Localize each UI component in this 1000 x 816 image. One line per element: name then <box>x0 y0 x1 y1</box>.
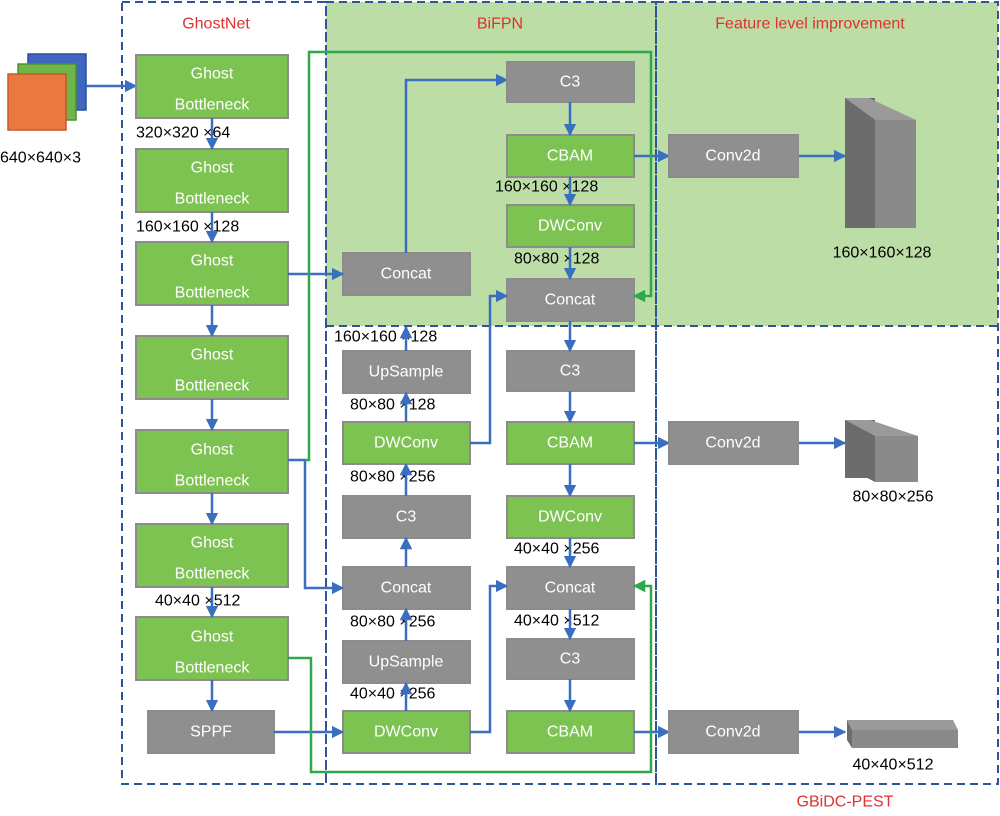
svg-text:Concat: Concat <box>381 266 432 283</box>
svg-text:Bottleneck: Bottleneck <box>175 660 251 677</box>
output-size-2: 80×80×256 <box>853 489 934 506</box>
bifpn-dim-l4: 80×80 ×256 <box>350 614 436 631</box>
concat-left-top: Concat <box>342 252 471 296</box>
ghostnet-dim-1: 320×320 ×64 <box>136 125 230 142</box>
ghost-bottleneck-5: Ghost Bottleneck <box>135 429 289 494</box>
green-skip-paths <box>288 50 653 774</box>
svg-text:DWConv: DWConv <box>374 724 438 741</box>
model-title: GBiDC-PEST <box>797 794 894 811</box>
bifpn-title: BiFPN <box>477 16 523 33</box>
svg-text:SPPF: SPPF <box>190 724 232 741</box>
bifpn-region <box>325 1 657 785</box>
svg-text:C3: C3 <box>396 509 417 526</box>
svg-text:Concat: Concat <box>545 580 596 597</box>
svg-text:Concat: Concat <box>545 292 596 309</box>
concat-left-bottom: Concat <box>342 566 471 610</box>
svg-text:DWConv: DWConv <box>538 509 602 526</box>
c3-right-mid: C3 <box>506 350 635 392</box>
output-block-3 <box>847 720 958 748</box>
ghost-bottleneck-6: Ghost Bottleneck <box>135 523 289 588</box>
bifpn-dim-r4: 40×40 ×512 <box>514 613 600 630</box>
svg-text:C3: C3 <box>560 363 581 380</box>
conv2d-head-3: Conv2d <box>668 710 799 754</box>
svg-text:Ghost: Ghost <box>191 160 234 177</box>
input-size-label: 640×640×3 <box>0 150 81 167</box>
conv2d-head-1: Conv2d <box>668 134 799 178</box>
bifpn-dim-r1: 160×160 ×128 <box>495 179 598 196</box>
conv2d-head-2: Conv2d <box>668 421 799 465</box>
svg-text:C3: C3 <box>560 651 581 668</box>
svg-text:Ghost: Ghost <box>191 253 234 270</box>
feature-title: Feature level improvement <box>715 16 905 33</box>
dwconv-right-top: DWConv <box>506 204 635 248</box>
output-size-1: 160×160×128 <box>833 245 932 262</box>
ghostnet-title: GhostNet <box>182 16 250 33</box>
svg-text:Ghost: Ghost <box>191 442 234 459</box>
bifpn-dim-l5: 40×40 ×256 <box>350 686 436 703</box>
svg-text:Ghost: Ghost <box>191 629 234 646</box>
svg-text:Ghost: Ghost <box>191 66 234 83</box>
dwconv-right-mid: DWConv <box>506 495 635 539</box>
cbam-right-bottom: CBAM <box>506 710 635 754</box>
svg-text:Bottleneck: Bottleneck <box>175 191 251 208</box>
region-borders <box>121 1 999 785</box>
ghost-bottleneck-7: Ghost Bottleneck <box>135 616 289 681</box>
concat-right-bottom: Concat <box>506 566 635 610</box>
dwconv-left-mid: DWConv <box>342 421 471 465</box>
svg-text:UpSample: UpSample <box>369 654 444 671</box>
bifpn-dim-l2: 80×80 ×128 <box>350 397 436 414</box>
svg-text:UpSample: UpSample <box>369 364 444 381</box>
svg-text:Ghost: Ghost <box>191 347 234 364</box>
bifpn-dim-l3: 80×80 ×256 <box>350 469 436 486</box>
upsample-left-top: UpSample <box>342 350 471 394</box>
output-block-2 <box>845 420 918 482</box>
bifpn-dim-r3: 40×40 ×256 <box>514 541 600 558</box>
ghost-bottleneck-1: Ghost Bottleneck <box>135 54 289 119</box>
dwconv-left-bottom: DWConv <box>342 710 471 754</box>
svg-text:Bottleneck: Bottleneck <box>175 97 251 114</box>
ghostnet-region <box>121 1 327 785</box>
svg-text:Bottleneck: Bottleneck <box>175 566 251 583</box>
cbam-right-mid: CBAM <box>506 421 635 465</box>
bifpn-dim-r2: 80×80 ×128 <box>514 251 600 268</box>
cross-connections <box>274 149 847 739</box>
ghost-bottleneck-4: Ghost Bottleneck <box>135 335 289 400</box>
svg-text:CBAM: CBAM <box>547 724 593 741</box>
c3-right-bottom: C3 <box>506 638 635 680</box>
ghostnet-dim-3: 40×40 ×512 <box>155 593 241 610</box>
svg-text:C3: C3 <box>560 74 581 91</box>
sppf-block: SPPF <box>147 710 275 754</box>
svg-text:DWConv: DWConv <box>538 218 602 235</box>
feature-region <box>655 1 999 785</box>
concat-right-top: Concat <box>506 278 635 322</box>
svg-text:Ghost: Ghost <box>191 535 234 552</box>
svg-text:Conv2d: Conv2d <box>705 724 760 741</box>
bifpn-dim-l1: 160×160 ×128 <box>334 329 437 346</box>
upsample-left-bottom: UpSample <box>342 640 471 684</box>
bifpn-left-arrows <box>399 73 509 711</box>
c3-right-top: C3 <box>506 61 635 103</box>
svg-text:Conv2d: Conv2d <box>705 435 760 452</box>
svg-text:Conv2d: Conv2d <box>705 148 760 165</box>
ghost-bottleneck-3: Ghost Bottleneck <box>135 241 289 306</box>
c3-left: C3 <box>342 495 471 539</box>
svg-text:CBAM: CBAM <box>547 435 593 452</box>
svg-text:Bottleneck: Bottleneck <box>175 378 251 395</box>
output-block-1 <box>845 98 916 228</box>
svg-text:Bottleneck: Bottleneck <box>175 285 251 302</box>
svg-text:CBAM: CBAM <box>547 148 593 165</box>
cbam-right-top: CBAM <box>506 134 635 178</box>
output-size-3: 40×40×512 <box>853 757 934 774</box>
input-image-stack <box>7 53 87 131</box>
ghostnet-dim-2: 160×160 ×128 <box>136 219 239 236</box>
svg-text:Bottleneck: Bottleneck <box>175 473 251 490</box>
svg-text:DWConv: DWConv <box>374 435 438 452</box>
svg-text:Concat: Concat <box>381 580 432 597</box>
ghost-bottleneck-2: Ghost Bottleneck <box>135 148 289 213</box>
